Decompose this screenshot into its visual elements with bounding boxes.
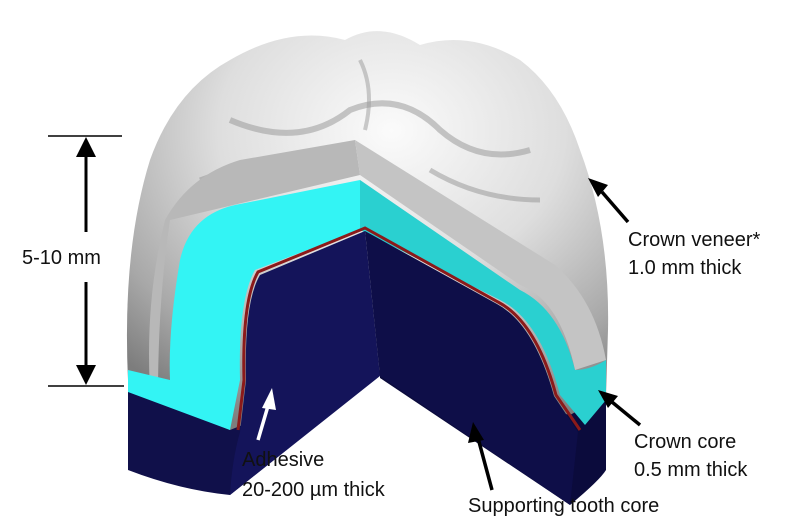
crown-veneer-label-line2: 1.0 mm thick (628, 256, 741, 280)
crown-core-pointer-line (612, 402, 640, 425)
dimension-arrow-down (76, 365, 96, 385)
crown-veneer-label-line1: Crown veneer* (628, 228, 760, 252)
dimension-arrow-up (76, 137, 96, 157)
crown-core-label-line1: Crown core (634, 430, 736, 454)
supporting-core-label: Supporting tooth core (468, 494, 659, 518)
crown-veneer-pointer-line (602, 192, 628, 222)
crown-core-label-line2: 0.5 mm thick (634, 458, 747, 482)
adhesive-label-line2: 20-200 µm thick (242, 478, 385, 502)
adhesive-label-line1: Adhesive (242, 448, 324, 472)
height-label: 5-10 mm (22, 246, 101, 270)
